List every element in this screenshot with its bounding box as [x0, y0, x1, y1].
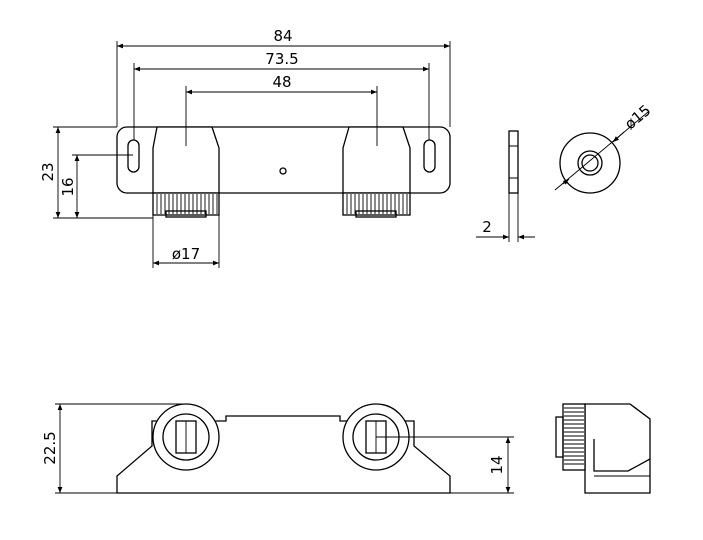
plate-diameter-label: ø15 [621, 101, 654, 133]
slot-pitch-label: 73.5 [265, 50, 298, 68]
left-magnet-ring [162, 413, 210, 461]
plate-inner-circle [577, 150, 603, 176]
front-view: 22.5 14 [41, 403, 514, 494]
right-knurled-magnet [342, 192, 411, 216]
plate-edge-lines [509, 145, 518, 179]
right-knurl-lines [346, 194, 408, 214]
height-total-label: 23 [39, 162, 57, 181]
plate-edge [508, 130, 519, 194]
right-mounting-slot [423, 139, 436, 173]
dimension-slot-pitch: 73.5 [133, 50, 430, 140]
left-mounting-slot [127, 139, 140, 173]
front-height-label: 22.5 [41, 431, 59, 464]
left-knurl-lines [156, 194, 218, 214]
axis-height-label: 14 [488, 455, 506, 474]
magnet-diameter-label: ø17 [172, 245, 200, 263]
overall-length-label: 84 [273, 27, 292, 45]
dimension-magnet-diameter: ø17 [152, 215, 220, 268]
magnet-pitch-label: 48 [272, 73, 291, 91]
center-hole [279, 167, 287, 175]
left-magnet-pin [165, 210, 207, 218]
dimension-plate-thickness: 2 [476, 193, 535, 242]
end-body [584, 403, 651, 494]
left-knurled-magnet [152, 192, 220, 216]
diameter-leader [554, 111, 649, 191]
dimension-axis-height: 14 [376, 436, 514, 494]
plate-thickness-label: 2 [482, 218, 492, 236]
plate-outer-circle [559, 132, 621, 194]
dimension-magnet-pitch: 48 [185, 73, 378, 146]
end-knurl-lines [564, 407, 584, 465]
top-view: 84 73.5 48 23 16 ø17 [39, 27, 451, 268]
plate-front-view: ø15 [554, 101, 654, 194]
right-magnet-pin [355, 210, 397, 218]
plate-center-hole [581, 154, 599, 172]
height-body-label: 16 [59, 177, 77, 196]
end-view [555, 403, 651, 494]
right-magnet-housing [342, 126, 411, 194]
dimension-front-height: 22.5 [41, 403, 186, 494]
dimension-overall-length: 84 [116, 27, 451, 127]
end-inner-step [593, 439, 651, 472]
plate-side-view: 2 [476, 130, 535, 242]
end-magnet-pin [555, 416, 564, 458]
dimension-height-body: 16 [59, 154, 153, 219]
